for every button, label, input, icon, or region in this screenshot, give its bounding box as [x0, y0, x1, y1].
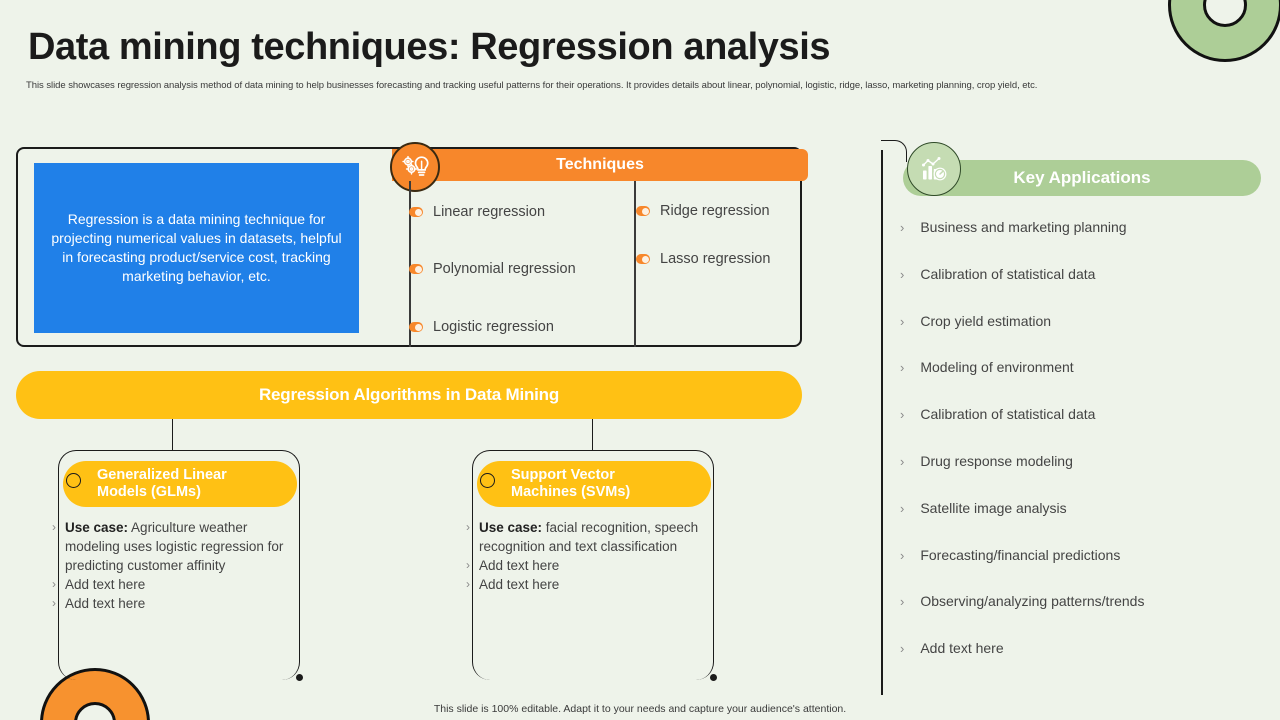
key-applications-list: › Business and marketing planning › Cali…	[900, 218, 1270, 686]
gears-lightbulb-icon	[390, 142, 440, 192]
chevron-right-icon: ›	[466, 577, 470, 591]
chevron-right-icon: ›	[900, 453, 905, 469]
bullet-list-glm: › Use case: Agriculture weather modeling…	[52, 518, 300, 613]
algorithm-ring-glm	[66, 473, 81, 488]
list-item[interactable]: › Add text here	[900, 639, 1270, 686]
chevron-right-icon: ›	[900, 220, 905, 235]
chevron-right-icon: ›	[900, 407, 905, 423]
list-item: › Add text here	[52, 575, 300, 594]
list-item[interactable]: › Calibration of statistical data	[900, 265, 1270, 312]
algorithm-card-glm[interactable]: Generalized Linear Models (GLMs)	[63, 461, 297, 507]
bullet-text: Add text here	[479, 558, 560, 573]
chevron-right-icon: ›	[900, 641, 905, 657]
algorithm-ring-svm	[480, 473, 495, 488]
list-item[interactable]: › Forecasting/financial predictions	[900, 546, 1270, 593]
key-application-label: Observing/analyzing patterns/trends	[920, 593, 1145, 610]
chevron-right-icon: ›	[900, 594, 905, 610]
list-item[interactable]: › Observing/analyzing patterns/trends	[900, 592, 1270, 639]
list-item: › Add text here	[466, 556, 714, 575]
technique-item-polynomial[interactable]: Polynomial regression	[409, 261, 576, 277]
bullet-text: Add text here	[65, 577, 146, 592]
list-item[interactable]: › Calibration of statistical data	[900, 405, 1270, 452]
bullet-pill-icon	[409, 207, 423, 217]
algorithms-banner: Regression Algorithms in Data Mining	[16, 371, 802, 419]
chevron-right-icon: ›	[900, 500, 905, 516]
bullet-pill-icon	[636, 254, 650, 264]
key-applications-rail-cap	[881, 140, 907, 162]
key-application-label: Business and marketing planning	[920, 219, 1127, 235]
list-item[interactable]: › Satellite image analysis	[900, 499, 1270, 546]
bullet-pill-icon	[636, 206, 650, 216]
chevron-right-icon: ›	[900, 266, 905, 282]
connector-stem-glm	[172, 419, 174, 451]
bullet-text: Use case: facial recognition, speech rec…	[479, 520, 699, 554]
chevron-right-icon: ›	[466, 520, 470, 534]
chevron-right-icon: ›	[900, 547, 905, 563]
techniques-header-bar: Techniques	[392, 149, 808, 181]
chevron-right-icon: ›	[900, 313, 905, 329]
technique-label: Polynomial regression	[433, 261, 576, 277]
technique-label: Lasso regression	[660, 251, 771, 267]
key-applications-rail	[881, 150, 883, 695]
connector-dot-svm	[710, 674, 717, 681]
regression-description-text: Regression is a data mining technique fo…	[51, 211, 342, 284]
card-outline-glm	[58, 450, 300, 680]
regression-description-box: Regression is a data mining technique fo…	[34, 163, 359, 333]
list-item: › Add text here	[52, 594, 300, 613]
algorithm-card-glm-title: Generalized Linear Models (GLMs)	[97, 467, 227, 500]
chevron-right-icon: ›	[52, 520, 56, 534]
technique-label: Logistic regression	[433, 319, 554, 335]
key-applications-header-bar: Key Applications	[903, 160, 1261, 196]
bullet-text: Add text here	[65, 596, 146, 611]
bullet-pill-icon	[409, 322, 423, 332]
list-item: › Use case: facial recognition, speech r…	[466, 518, 714, 556]
chevron-right-icon: ›	[900, 360, 905, 376]
footer-note: This slide is 100% editable. Adapt it to…	[433, 703, 847, 715]
chevron-right-icon: ›	[52, 596, 56, 610]
key-applications-header-label: Key Applications	[1013, 168, 1151, 187]
algorithms-banner-label: Regression Algorithms in Data Mining	[258, 385, 560, 404]
card-outline-svm	[472, 450, 714, 680]
key-application-label: Forecasting/financial predictions	[920, 546, 1121, 563]
algorithm-card-svm[interactable]: Support Vector Machines (SVMs)	[477, 461, 711, 507]
technique-item-logistic[interactable]: Logistic regression	[409, 319, 554, 335]
technique-item-lasso[interactable]: Lasso regression	[636, 251, 770, 267]
algorithm-card-svm-title: Support Vector Machines (SVMs)	[511, 467, 631, 500]
key-application-label: Drug response modeling	[920, 452, 1073, 469]
technique-item-ridge[interactable]: Ridge regression	[636, 203, 770, 219]
techniques-divider-left	[409, 181, 411, 347]
key-application-label: Calibration of statistical data	[920, 406, 1096, 423]
techniques-divider-middle	[634, 181, 636, 347]
key-application-label: Add text here	[920, 640, 1004, 657]
techniques-header-label: Techniques	[556, 156, 644, 173]
page-title: Data mining techniques: Regression analy…	[28, 26, 831, 68]
page-subtitle: This slide showcases regression analysis…	[26, 80, 1038, 91]
bar-chart-gauge-icon	[907, 142, 961, 196]
key-application-label: Crop yield estimation	[920, 312, 1052, 329]
technique-item-linear[interactable]: Linear regression	[409, 204, 545, 220]
list-item[interactable]: › Modeling of environment	[900, 358, 1270, 405]
list-item[interactable]: › Crop yield estimation	[900, 312, 1270, 359]
connector-stem-svm	[592, 419, 594, 451]
list-item[interactable]: › Drug response modeling	[900, 452, 1270, 499]
chevron-right-icon: ›	[466, 558, 470, 572]
chevron-right-icon: ›	[52, 577, 56, 591]
connector-dot-glm	[296, 674, 303, 681]
key-application-label: Calibration of statistical data	[920, 265, 1096, 282]
key-application-label: Modeling of environment	[920, 359, 1074, 376]
bullet-text: Add text here	[479, 577, 560, 592]
bullet-list-svm: › Use case: facial recognition, speech r…	[466, 518, 714, 594]
list-item[interactable]: › Business and marketing planning	[900, 218, 1270, 265]
technique-label: Ridge regression	[660, 203, 770, 219]
bullet-text: Use case: Agriculture weather modeling u…	[65, 520, 284, 573]
bullet-pill-icon	[409, 264, 423, 274]
technique-label: Linear regression	[433, 204, 546, 220]
list-item: › Use case: Agriculture weather modeling…	[52, 518, 300, 575]
key-application-label: Satellite image analysis	[920, 499, 1067, 516]
list-item: › Add text here	[466, 575, 714, 594]
